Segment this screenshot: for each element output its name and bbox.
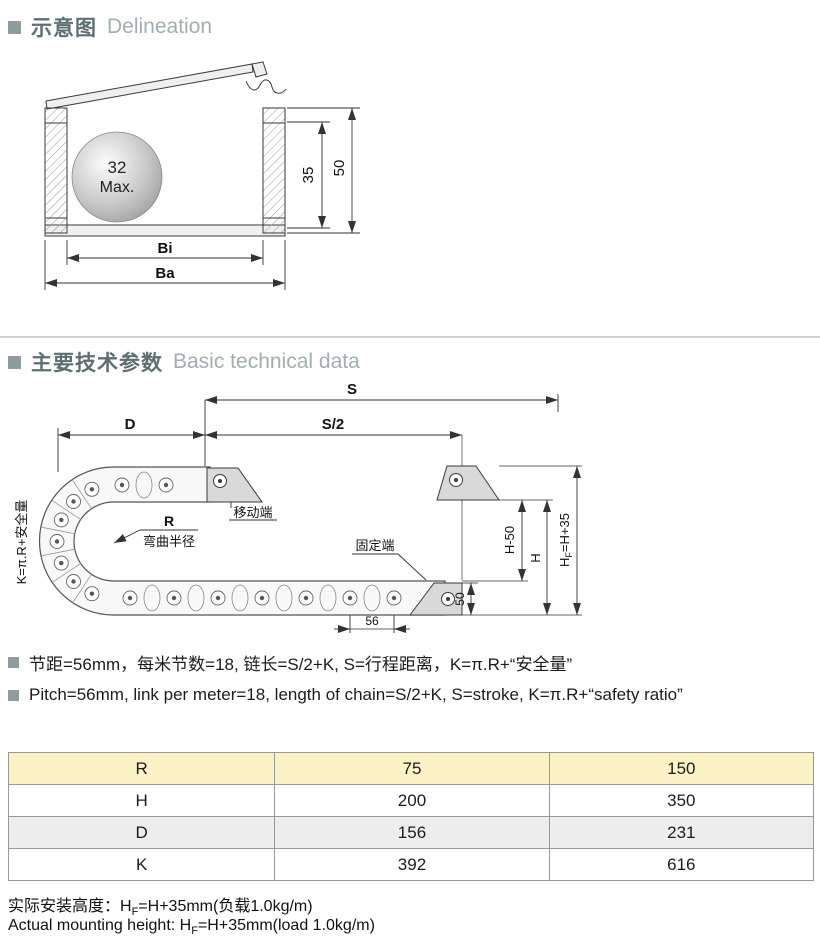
dimension-d: D [57,416,205,472]
dim-h-label: H [528,553,543,562]
technical-diagram: S D S/2 [14,381,582,633]
section-bullet-icon [8,20,21,34]
dim-hf-label: HF=H+35 [557,513,574,567]
footer-en-suffix: =H+35mm(load 1.0kg/m) [197,917,375,934]
moving-end-label: 移动端 [229,502,277,521]
dim-35-label: 35 [300,167,317,184]
table-row-d: D 156 231 [9,817,813,849]
radius-symbol-text: R [164,513,174,529]
dim-56-label: 56 [365,614,379,628]
footer-en-sub: F [191,925,198,938]
open-cover-flap [45,61,287,110]
section-title-zh: 主要技术参数 [31,352,163,375]
dimension-pitch-56: 56 [334,614,410,633]
dim-s2-label: S/2 [322,416,345,433]
footer-en-prefix: Actual mounting height: H [8,917,192,934]
dim-s-label: S [347,381,357,398]
delineation-diagram: 32 Max. 35 50 Bi Ba [44,61,360,290]
section-divider [0,336,820,338]
table-cell: 392 [275,849,550,880]
side-rail-right [262,107,286,234]
max-cable-ball: 32 Max. [71,131,163,223]
dimension-inner-height: 35 [287,121,330,229]
dimension-h: H [528,500,551,615]
fixed-end-label: 固定端 [352,538,427,581]
section-header-technical: 主要技术参数 Basic technical data [8,347,360,377]
note-en-text: Pitch=56mm, link per meter=18, length of… [29,685,683,704]
table-cell: R [9,753,276,784]
moving-end-text: 移动端 [233,505,272,520]
table-cell: H [9,785,276,816]
dimension-hf: HF=H+35 [557,466,581,615]
upper-right-bracket [436,465,500,501]
dimension-stroke-s: S [204,381,559,466]
dim-50-label: 50 [331,160,348,177]
dim-d-label: D [125,416,136,433]
note-bullet-icon [8,689,19,701]
table-cell: 350 [667,790,696,810]
fixed-end-text: 固定端 [355,538,394,553]
k-formula-label: K=π.R+安全量 [14,500,29,585]
table-cell: 616 [667,854,696,874]
dimension-inner-width: Bi [66,240,264,265]
ball-max-label: Max. [100,179,135,196]
side-rail-left [44,107,68,234]
note-zh: 节距=56mm，每米节数=18, 链长=S/2+K, S=行程距离，K=π.R+… [8,650,572,675]
moving-end-bracket [206,467,263,503]
dim-50-label: 50 [453,592,467,606]
spec-table: R 75 150 H 200 350 D 156 231 K 392 616 [8,752,814,881]
dim-bi-label: Bi [158,240,173,257]
table-row-h: H 200 350 [9,785,813,817]
cable-chain [38,466,446,616]
bend-radius-label: R 弯曲半径 [113,513,198,549]
table-row-k: K 392 616 [9,849,813,881]
table-cell: 156 [275,817,550,848]
dimension-outer-width: Ba [44,240,286,290]
table-cell: 231 [667,822,696,842]
section-bullet-icon [8,355,21,369]
footer-note-zh: 实际安装高度：HF=H+35mm(负载1.0kg/m) [8,892,313,918]
note-zh-text: 节距=56mm，每米节数=18, 链长=S/2+K, S=行程距离，K=π.R+… [29,655,573,674]
footer-note-en: Actual mounting height: HF=H+35mm(load 1… [8,917,375,937]
note-bullet-icon [8,657,19,668]
table-cell: K [9,849,276,880]
bend-radius-text: 弯曲半径 [143,534,195,549]
chain-link-pins [49,477,402,606]
table-cell: D [9,817,276,848]
section-title-zh: 示意图 [31,17,97,40]
section-title-en: Delineation [107,15,213,38]
note-en: Pitch=56mm, link per meter=18, length of… [8,685,683,705]
footer-zh-suffix: =H+35mm(负载1.0kg/m) [138,898,313,915]
section-header-delineation: 示意图 Delineation [8,12,212,42]
dim-h50-label: H-50 [502,526,517,554]
table-cell: 75 [275,753,550,784]
dimension-bracket-50: 50 [453,583,475,615]
ball-diameter-label: 32 [108,158,127,177]
dimension-half-stroke: S/2 [205,416,463,580]
bottom-crossbar [44,224,286,237]
table-cell: 150 [667,758,696,778]
table-row-r: R 75 150 [9,753,813,785]
dimension-h-minus-50: H-50 [502,500,526,581]
section-title-en: Basic technical data [173,350,360,373]
footer-zh-prefix: 实际安装高度：H [8,898,132,915]
dimension-outer-height: 50 [287,107,360,234]
dim-ba-label: Ba [155,265,175,282]
footer-zh-sub: F [131,906,139,919]
table-cell: 200 [275,785,550,816]
